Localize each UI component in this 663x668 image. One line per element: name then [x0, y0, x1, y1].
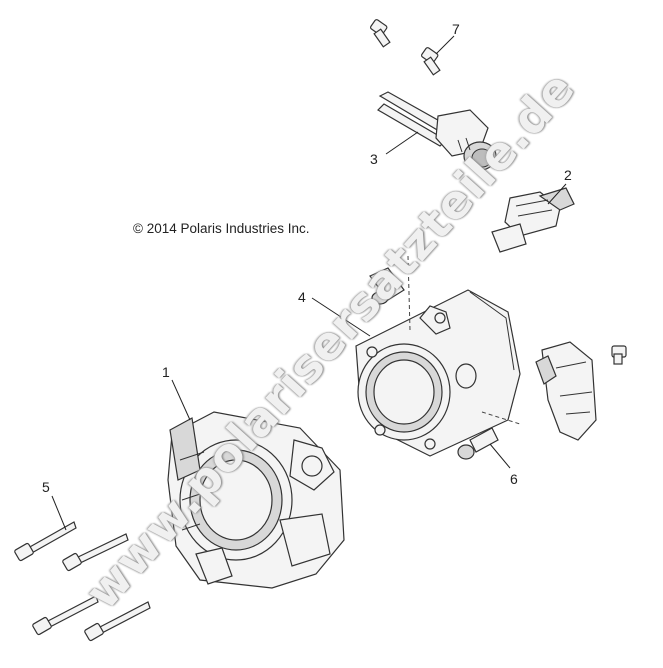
bolt-7b — [421, 47, 441, 76]
copyright-text: © 2014 Polaris Industries Inc. — [133, 221, 310, 236]
bolt-5b — [62, 533, 129, 572]
callout-6: 6 — [510, 471, 518, 487]
callout-2: 2 — [564, 167, 572, 183]
callout-4: 4 — [298, 289, 306, 305]
callout-7: 7 — [452, 21, 460, 37]
fuel-injector-2 — [491, 187, 575, 253]
leader-6 — [489, 443, 511, 469]
alignment-line-4 — [407, 255, 411, 331]
leader-3 — [385, 131, 419, 155]
bolt-5a — [14, 521, 77, 562]
bolt-7a — [370, 19, 391, 48]
callout-5: 5 — [42, 479, 50, 495]
bolt-5d — [84, 601, 151, 642]
map-sensor — [535, 341, 597, 441]
throttle-body-1 — [167, 411, 345, 589]
leader-2 — [547, 183, 567, 205]
leader-1 — [171, 379, 191, 421]
fuel-rail-fitting-3 — [377, 91, 497, 171]
bolt-5c — [32, 595, 99, 636]
callout-1: 1 — [162, 364, 170, 380]
leader-4 — [311, 297, 371, 337]
throttle-housing-4 — [355, 267, 521, 457]
leader-7 — [435, 35, 455, 55]
leader-5 — [51, 495, 67, 531]
screw-6 — [457, 427, 499, 460]
callout-3: 3 — [370, 151, 378, 167]
sensor-screw — [611, 345, 627, 365]
